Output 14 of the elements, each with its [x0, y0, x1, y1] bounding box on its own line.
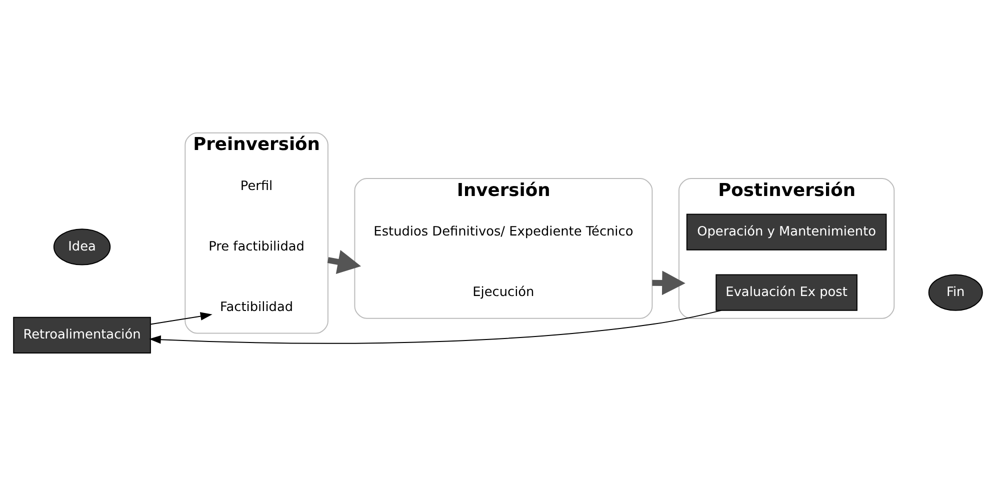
node-text: Ejecución	[472, 284, 534, 300]
arrow	[652, 270, 686, 295]
node-text: Pre factibilidad	[208, 238, 304, 254]
arrow	[150, 312, 212, 324]
node-text: Factibilidad	[220, 299, 294, 314]
arrow	[148, 309, 722, 344]
node-ellipse: Idea	[53, 228, 111, 265]
node-box: Retroalimentación	[13, 316, 151, 354]
node-ellipse: Fin	[928, 274, 983, 310]
node-box: Evaluación Ex post	[716, 274, 858, 310]
node-text: Estudios Definitivos/ Expediente Técnico	[374, 224, 634, 239]
node-box: Operación y Mantenimiento	[686, 213, 887, 250]
node-text: Perfil	[240, 178, 273, 194]
arrow	[327, 249, 361, 274]
